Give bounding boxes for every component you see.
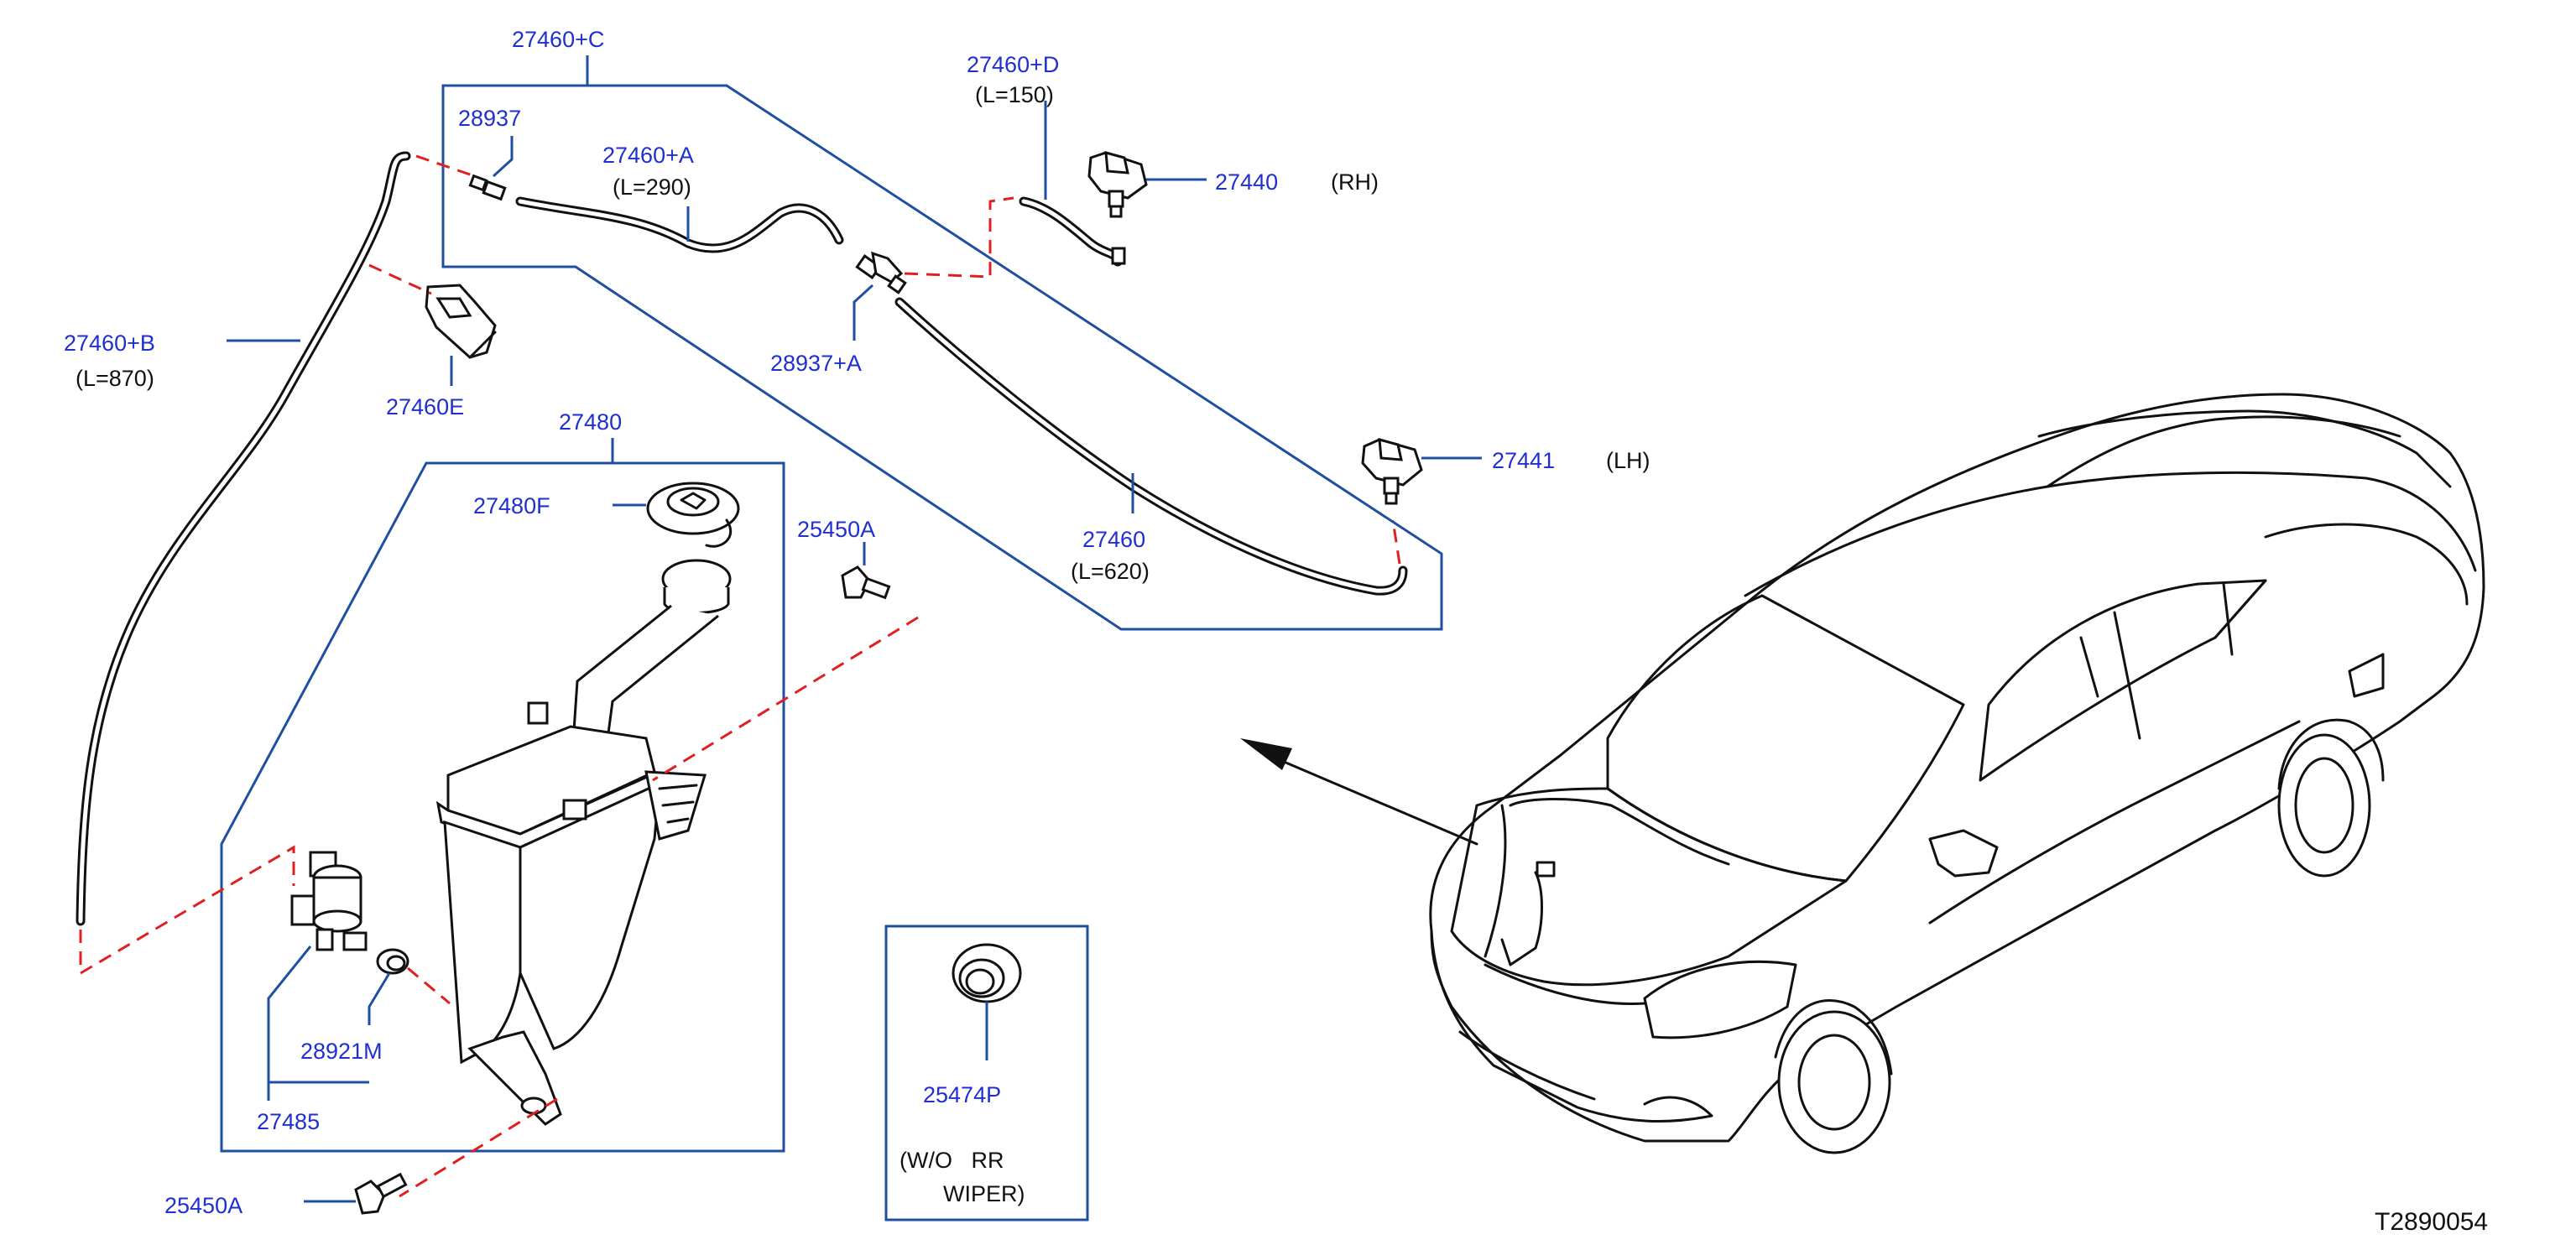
callout-25474p: 25474P: [923, 1082, 1001, 1107]
callout-27441-side: (LH): [1606, 448, 1650, 473]
hose-27460d: [1019, 196, 1123, 267]
clip-27460e: [425, 284, 497, 359]
callout-27485: 27485: [257, 1109, 320, 1134]
bolt-25450a-top: [841, 565, 891, 600]
callout-27440-side: (RH): [1331, 169, 1379, 195]
hose-27460a: [515, 196, 844, 253]
dash-hose-to-27441: [1391, 519, 1401, 565]
callout-27480f: 27480F: [473, 493, 550, 518]
callout-28937a: 28937+A: [770, 351, 862, 376]
callout-27441: 27441: [1492, 448, 1555, 473]
hose-27460b: [76, 151, 411, 926]
leader-28937a: [853, 284, 874, 341]
pointer-arrow-shaft: [1270, 755, 1478, 846]
nozzle-27441: [1361, 437, 1423, 505]
callout-27460e: 27460E: [386, 394, 464, 419]
callout-27460c: 27460+C: [512, 27, 604, 52]
grommet-note-box: [884, 925, 1089, 1222]
cap-27480f: [646, 482, 740, 548]
callout-28937: 28937: [458, 106, 521, 131]
callout-27460b-length: (L=870): [76, 366, 154, 391]
nozzle-hose-group-box: [441, 84, 1443, 631]
connector-28937: [468, 174, 507, 201]
callout-27460: 27460: [1082, 527, 1145, 552]
bolt-25450a-bottom: [354, 1172, 408, 1215]
connector-28937a: [855, 251, 907, 294]
callout-27460d-length: (L=150): [975, 82, 1054, 107]
callout-27440: 27440: [1215, 169, 1278, 195]
grommet-25474p: [952, 943, 1022, 1003]
leader-28937: [492, 136, 514, 178]
pump-27485: [290, 851, 368, 951]
callout-27460a: 27460+A: [602, 143, 694, 168]
vehicle-illustration: [1429, 393, 2485, 1154]
callout-25450a-top: 25450A: [797, 517, 875, 542]
hose-27460d-end: [1111, 247, 1126, 265]
hose-27460: [894, 297, 1408, 596]
callout-25450a-bottom: 25450A: [164, 1193, 242, 1218]
callout-27460-length: (L=620): [1071, 559, 1150, 584]
callout-27460d: 27460+D: [967, 52, 1059, 77]
note-line-1: (W/O RR: [900, 1148, 1004, 1173]
note-line-2: WIPER): [943, 1181, 1025, 1206]
drawing-id: T2890054: [2375, 1208, 2488, 1236]
seal-28921m: [376, 948, 409, 975]
callout-28921m: 28921M: [300, 1039, 383, 1064]
tank-group-box: [220, 461, 785, 1153]
dash-hose-b-bottom: [79, 845, 295, 976]
pointer-arrow-head: [1240, 738, 1292, 770]
dash-bolt-top: [652, 616, 919, 782]
leader-27485: [267, 945, 369, 1084]
leader-28921m: [368, 972, 391, 1025]
tank-27480: [435, 559, 732, 1126]
dash-clip: [368, 263, 432, 295]
dash-bolt-bottom: [399, 1097, 558, 1198]
dash-hose-b-top: [415, 154, 476, 178]
callout-27460a-length: (L=290): [613, 175, 691, 200]
callout-27480: 27480: [559, 409, 622, 435]
callout-27460b: 27460+B: [64, 331, 155, 356]
nozzle-27440: [1087, 150, 1148, 218]
dash-seal: [407, 966, 451, 1005]
